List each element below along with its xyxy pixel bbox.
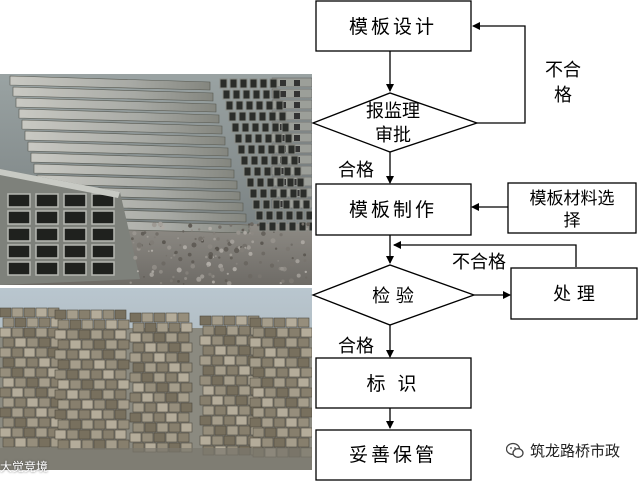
- approval-label-line1: 报监理: [366, 101, 420, 122]
- arrow-handling-back-loop: [394, 244, 577, 267]
- wechat-icon: [505, 442, 524, 460]
- watermark-text: 大觉竞境: [0, 460, 49, 474]
- brand-name: 筑龙路桥市政: [530, 442, 621, 460]
- marking-box: [315, 357, 472, 409]
- fail-label-top-line1: 不合: [545, 60, 581, 81]
- pass-label-1: 合格: [338, 160, 374, 181]
- arrow-approval-fail-loop: [472, 22, 526, 124]
- steel-formwork-photo: [0, 74, 312, 285]
- handling-box: [510, 267, 638, 320]
- storage-label: 妥善保管: [349, 444, 437, 466]
- approval-diamond: [311, 92, 480, 153]
- design-label: 模板设计: [349, 16, 437, 38]
- material-box: [507, 182, 637, 234]
- approval-label-line2: 审批: [375, 125, 411, 146]
- fail-label-mid: 不合格: [452, 252, 506, 273]
- inspection-label: 检 验: [372, 286, 414, 307]
- fail-label-top-line2: 格: [554, 85, 572, 106]
- material-label-line1: 模板材料选: [530, 189, 615, 209]
- handling-label: 处 理: [553, 284, 595, 305]
- material-label-line2: 择: [564, 211, 581, 231]
- timber-stack-photo: [0, 288, 312, 470]
- design-box: [315, 0, 472, 52]
- brand-signature: 筑龙路桥市政: [505, 440, 621, 461]
- pass-label-2: 合格: [338, 336, 374, 357]
- production-label: 模板制作: [349, 199, 437, 221]
- inspection-diamond: [311, 264, 476, 326]
- marking-label: 标 识: [366, 373, 419, 395]
- production-box: [315, 183, 472, 236]
- storage-box: [315, 429, 472, 481]
